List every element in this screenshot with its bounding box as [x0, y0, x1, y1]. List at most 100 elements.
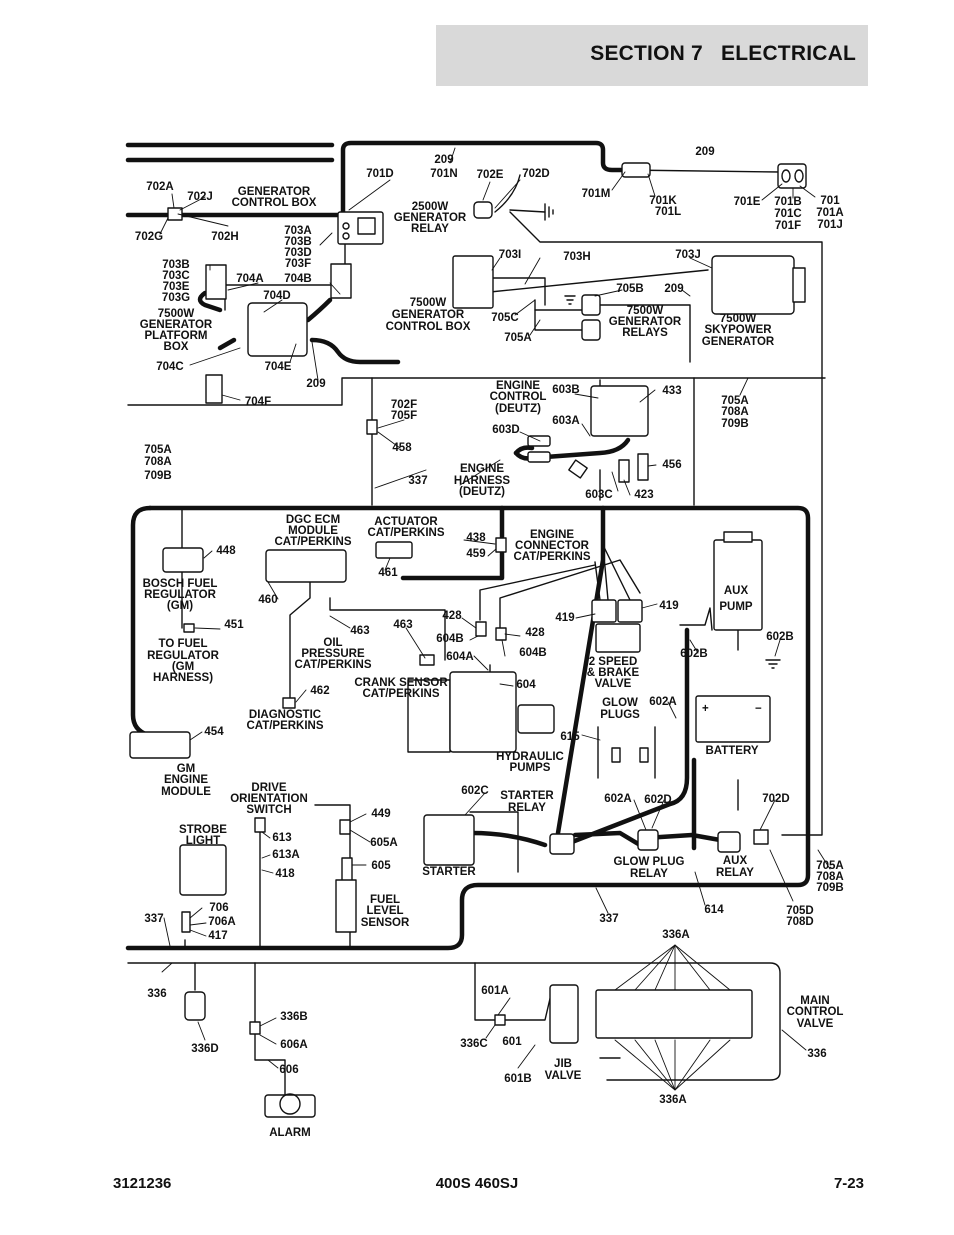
- label-engine-harness-1: ENGINE: [460, 463, 504, 475]
- label-platform-box-3: PLATFORM: [144, 330, 207, 342]
- label-604b-2: 604B: [519, 647, 547, 659]
- label-skypower-3: GENERATOR: [702, 336, 775, 348]
- label-diagnostic-2: CAT/PERKINS: [246, 720, 323, 732]
- label-engine-harness-3: (DEUTZ): [459, 486, 505, 498]
- label-601: 601: [502, 1036, 522, 1048]
- label-704d: 704D: [263, 290, 291, 302]
- label-two-speed-1: 2 SPEED: [589, 656, 638, 668]
- label-602a-1: 602A: [649, 696, 677, 708]
- label-703d-1: 703D: [284, 247, 312, 259]
- label-604a: 604A: [446, 651, 474, 663]
- label-engine-connector-2: CONNECTOR: [515, 540, 590, 552]
- label-602c: 602C: [461, 785, 489, 797]
- label-to-fuel-3: (GM: [172, 661, 194, 673]
- label-gen-relays-3: RELAYS: [622, 327, 668, 339]
- section-number: SECTION 7: [590, 42, 703, 65]
- label-to-fuel-1: TO FUEL: [159, 638, 208, 650]
- label-701l: 701L: [655, 206, 681, 218]
- ground-symbols: [544, 203, 781, 1059]
- label-601b: 601B: [504, 1073, 532, 1085]
- label-skypower-2: SKYPOWER: [704, 324, 772, 336]
- label-platform-box-2: GENERATOR: [140, 319, 213, 331]
- label-603c: 603C: [585, 489, 613, 501]
- label-bosch-fuel-2: REGULATOR: [144, 589, 216, 601]
- components: [129, 162, 807, 1118]
- label-705d: 705D: [786, 905, 814, 917]
- label-603a: 603A: [552, 415, 580, 427]
- section-title: SECTION 7 ELECTRICAL: [590, 42, 856, 66]
- label-2500w-3: RELAY: [411, 223, 449, 235]
- label-dgc-2: MODULE: [288, 525, 338, 537]
- label-209d: 209: [306, 378, 325, 390]
- main-harness: [125, 140, 811, 951]
- label-oil-pressure-2: PRESSURE: [301, 648, 365, 660]
- label-703b-1: 703B: [284, 236, 312, 248]
- label-459: 459: [466, 548, 485, 560]
- label-336c: 336C: [460, 1038, 488, 1050]
- label-706: 706: [209, 902, 228, 914]
- label-hydraulic-pumps-2: PUMPS: [510, 762, 551, 774]
- label-strobe-light-2: LIGHT: [186, 835, 221, 847]
- label-gen-control-box-3: CONTROL BOX: [386, 321, 471, 333]
- label-drive-orientation-2: ORIENTATION: [230, 793, 308, 805]
- label-701j: 701J: [817, 219, 843, 231]
- label-dgc-3: CAT/PERKINS: [274, 536, 351, 548]
- label-oil-pressure-1: OIL: [323, 637, 342, 649]
- label-428-b: 428: [525, 627, 545, 639]
- label-crank-sensor-2: CAT/PERKINS: [362, 688, 439, 700]
- label-glow-plugs-1: GLOW: [602, 697, 638, 709]
- diagram-labels: 209 701N 701D 702E 702D 701M 701K 701L 2…: [135, 146, 844, 1139]
- label-703f-1: 703F: [285, 258, 311, 270]
- section-header: SECTION 7 ELECTRICAL: [436, 25, 868, 86]
- label-336-e: 336: [807, 1048, 826, 1060]
- label-704a: 704A: [236, 273, 264, 285]
- label-alarm: ALARM: [269, 1127, 311, 1139]
- label-605a: 605A: [370, 837, 398, 849]
- label-703h: 703H: [563, 251, 591, 263]
- label-705a-1: 705A: [504, 332, 532, 344]
- label-702j: 702J: [187, 191, 213, 203]
- label-705a-3: 705A: [721, 395, 749, 407]
- label-701a: 701A: [816, 207, 844, 219]
- label-703i: 703I: [499, 249, 521, 261]
- label-engine-connector-3: CAT/PERKINS: [513, 551, 590, 563]
- label-bosch-fuel-3: (GM): [167, 600, 193, 612]
- label-701f: 701F: [775, 220, 801, 232]
- label-209b: 209: [695, 146, 714, 158]
- label-703e: 703E: [163, 281, 190, 293]
- label-701d: 701D: [366, 168, 394, 180]
- label-starter-relay-2: RELAY: [508, 802, 546, 814]
- label-419-b: 419: [659, 600, 678, 612]
- label-454: 454: [204, 726, 224, 738]
- label-gen-control-box-2: GENERATOR: [392, 309, 465, 321]
- battery-minus: −: [755, 703, 762, 715]
- label-to-fuel-4: HARNESS): [153, 672, 213, 684]
- label-701e: 701E: [734, 196, 761, 208]
- label-jib-valve-1: JIB: [554, 1058, 572, 1070]
- label-glow-plug-relay-1: GLOW PLUG: [614, 856, 685, 868]
- label-fuel-level-3: SENSOR: [361, 917, 410, 929]
- label-703j: 703J: [675, 249, 701, 261]
- label-engine-control-2: CONTROL: [490, 391, 547, 403]
- label-337-a: 337: [408, 475, 427, 487]
- label-701: 701: [820, 195, 840, 207]
- label-main-control-valve-2: CONTROL: [787, 1006, 844, 1018]
- label-gm-module-2: ENGINE: [164, 774, 208, 786]
- label-701m: 701M: [582, 188, 611, 200]
- label-engine-harness-2: HARNESS: [454, 475, 511, 487]
- label-336a-1: 336A: [662, 929, 690, 941]
- label-to-fuel-2: REGULATOR: [147, 650, 219, 662]
- label-aux-relay-2: RELAY: [716, 867, 754, 879]
- label-jib-valve-2: VALVE: [545, 1070, 582, 1082]
- label-main-control-valve-1: MAIN: [800, 995, 829, 1007]
- label-705a-2: 705A: [144, 444, 172, 456]
- label-2500w-2: GENERATOR: [394, 212, 467, 224]
- label-601a: 601A: [481, 985, 509, 997]
- label-606: 606: [279, 1064, 298, 1076]
- label-bosch-fuel-1: BOSCH FUEL: [143, 578, 218, 590]
- footer-doc-number: 3121236: [113, 1175, 172, 1192]
- label-209c: 209: [664, 283, 683, 295]
- section-name: ELECTRICAL: [721, 42, 856, 65]
- label-hydraulic-pumps-1: HYDRAULIC: [496, 751, 564, 763]
